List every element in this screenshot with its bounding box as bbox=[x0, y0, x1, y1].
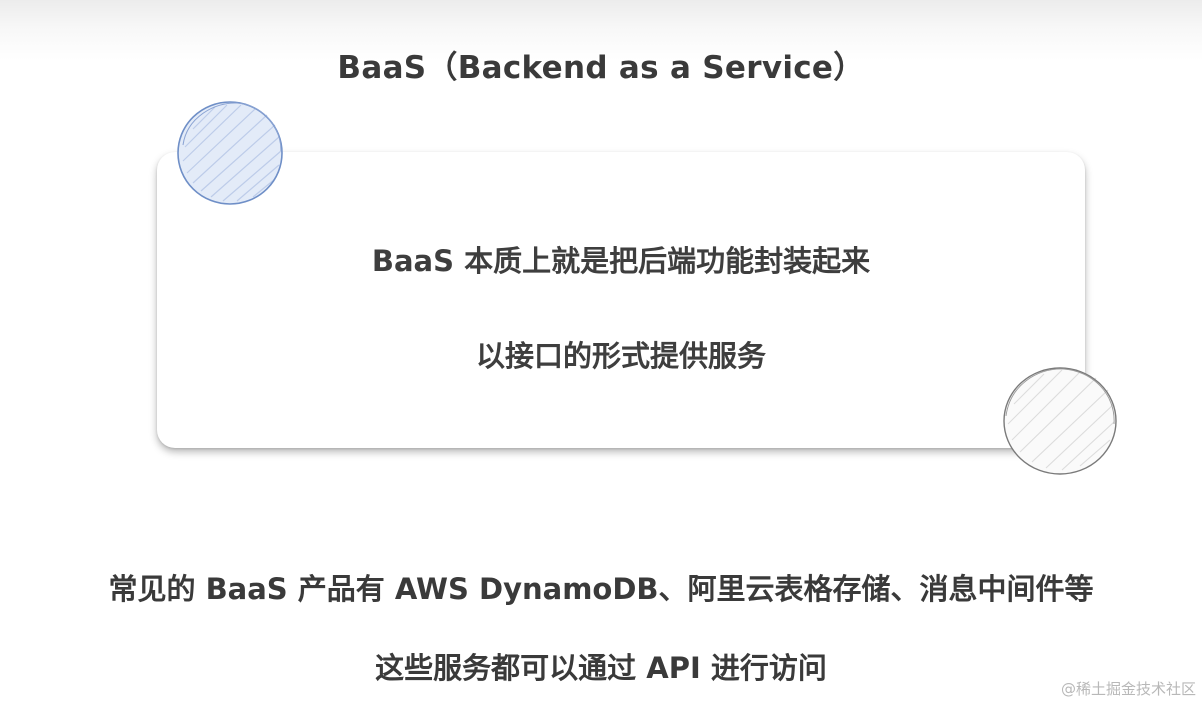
card-line-1: BaaS 本质上就是把后端功能封装起来 bbox=[371, 244, 871, 278]
blue-circle-icon bbox=[177, 101, 283, 205]
definition-card: BaaS 本质上就是把后端功能封装起来 以接口的形式提供服务 bbox=[157, 152, 1085, 448]
gray-circle-icon bbox=[1003, 367, 1117, 475]
slide-title: BaaS（Backend as a Service） bbox=[337, 50, 865, 86]
card-line-2: 以接口的形式提供服务 bbox=[475, 339, 766, 373]
watermark: @稀土掘金技术社区 bbox=[1060, 680, 1196, 698]
top-shade bbox=[0, 0, 1202, 60]
bottom-line-2: 这些服务都可以通过 API 进行访问 bbox=[375, 651, 827, 685]
bottom-line-1: 常见的 BaaS 产品有 AWS DynamoDB、阿里云表格存储、消息中间件等 bbox=[108, 572, 1094, 606]
